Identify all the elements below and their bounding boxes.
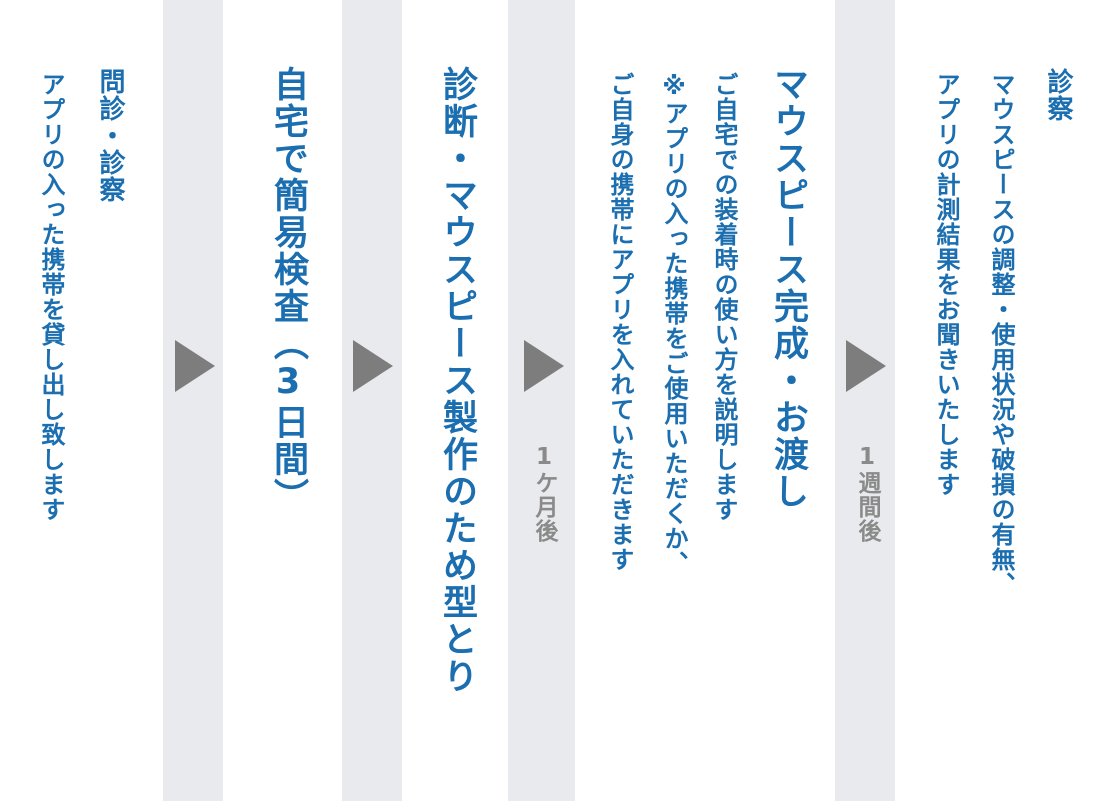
interval-label-1: 1ケ月後 — [531, 444, 557, 543]
step-4-line-3: ご自身の携帯にアプリを入れていただきます — [606, 72, 634, 572]
step-1-description: アプリの入った携帯を貸し出し致します — [37, 72, 65, 522]
step-3-title: 診断・マウスピース製作のため型とり — [437, 66, 477, 695]
step-4-line-1: ご自宅での装着時の使い方を説明します — [710, 72, 738, 522]
arrow-right-icon — [846, 340, 886, 392]
separator-band-1 — [163, 0, 223, 801]
step-5-line-1: マウスピースの調整・使用状況や破損の有無、 — [987, 72, 1015, 597]
arrow-right-icon — [524, 340, 564, 392]
separator-band-4 — [835, 0, 895, 801]
arrow-right-icon — [353, 340, 393, 392]
separator-band-3 — [508, 0, 575, 801]
step-5-title: 診察 — [1043, 68, 1073, 122]
interval-label-2: 1週間後 — [854, 444, 880, 543]
step-5-line-2: アプリの計測結果をお聞きいたします — [932, 72, 960, 497]
step-1-title: 問診・診察 — [95, 68, 125, 203]
arrow-right-icon — [175, 340, 215, 392]
step-2-title: 自宅で簡易検査（3日間） — [268, 66, 308, 515]
step-4-line-2: ※アプリの入った携帯をご使用いただくか、 — [660, 72, 688, 576]
separator-band-2 — [342, 0, 402, 801]
step-4-title: マウスピース完成・お渡し — [768, 66, 808, 510]
